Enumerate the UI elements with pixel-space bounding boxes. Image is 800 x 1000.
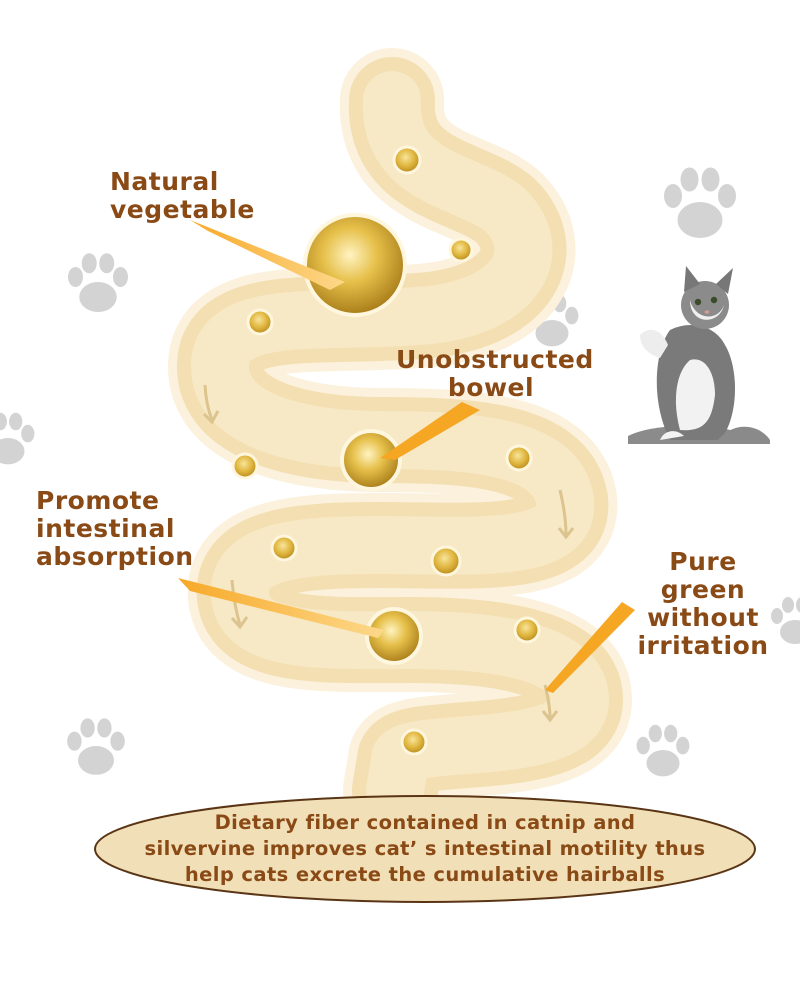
paw-print-icon xyxy=(67,718,125,775)
cat-photo xyxy=(628,266,770,444)
intestine-illustration xyxy=(168,48,632,842)
callout-natural-vegetable: Natural vegetable xyxy=(110,167,255,224)
fiber-bubble xyxy=(231,145,541,756)
paw-print-icon xyxy=(0,412,35,465)
caption-text: Dietary fiber contained in catnip and si… xyxy=(144,811,706,886)
down-arrow-icon xyxy=(202,384,575,723)
paw-print-icon xyxy=(636,724,690,777)
caption-ellipse xyxy=(94,795,756,903)
caption-box: Dietary fiber contained in catnip and si… xyxy=(100,796,750,902)
callout-pointers xyxy=(178,220,635,693)
paw-print-icon xyxy=(68,253,128,312)
callout-unobstructed-bowel: Unobstructed bowel xyxy=(396,345,594,402)
callout-promote-absorption: Promote intestinal absorption xyxy=(36,486,194,571)
paw-print-icon xyxy=(664,167,736,238)
callout-pure-green: Pure green without irritation xyxy=(637,547,769,660)
